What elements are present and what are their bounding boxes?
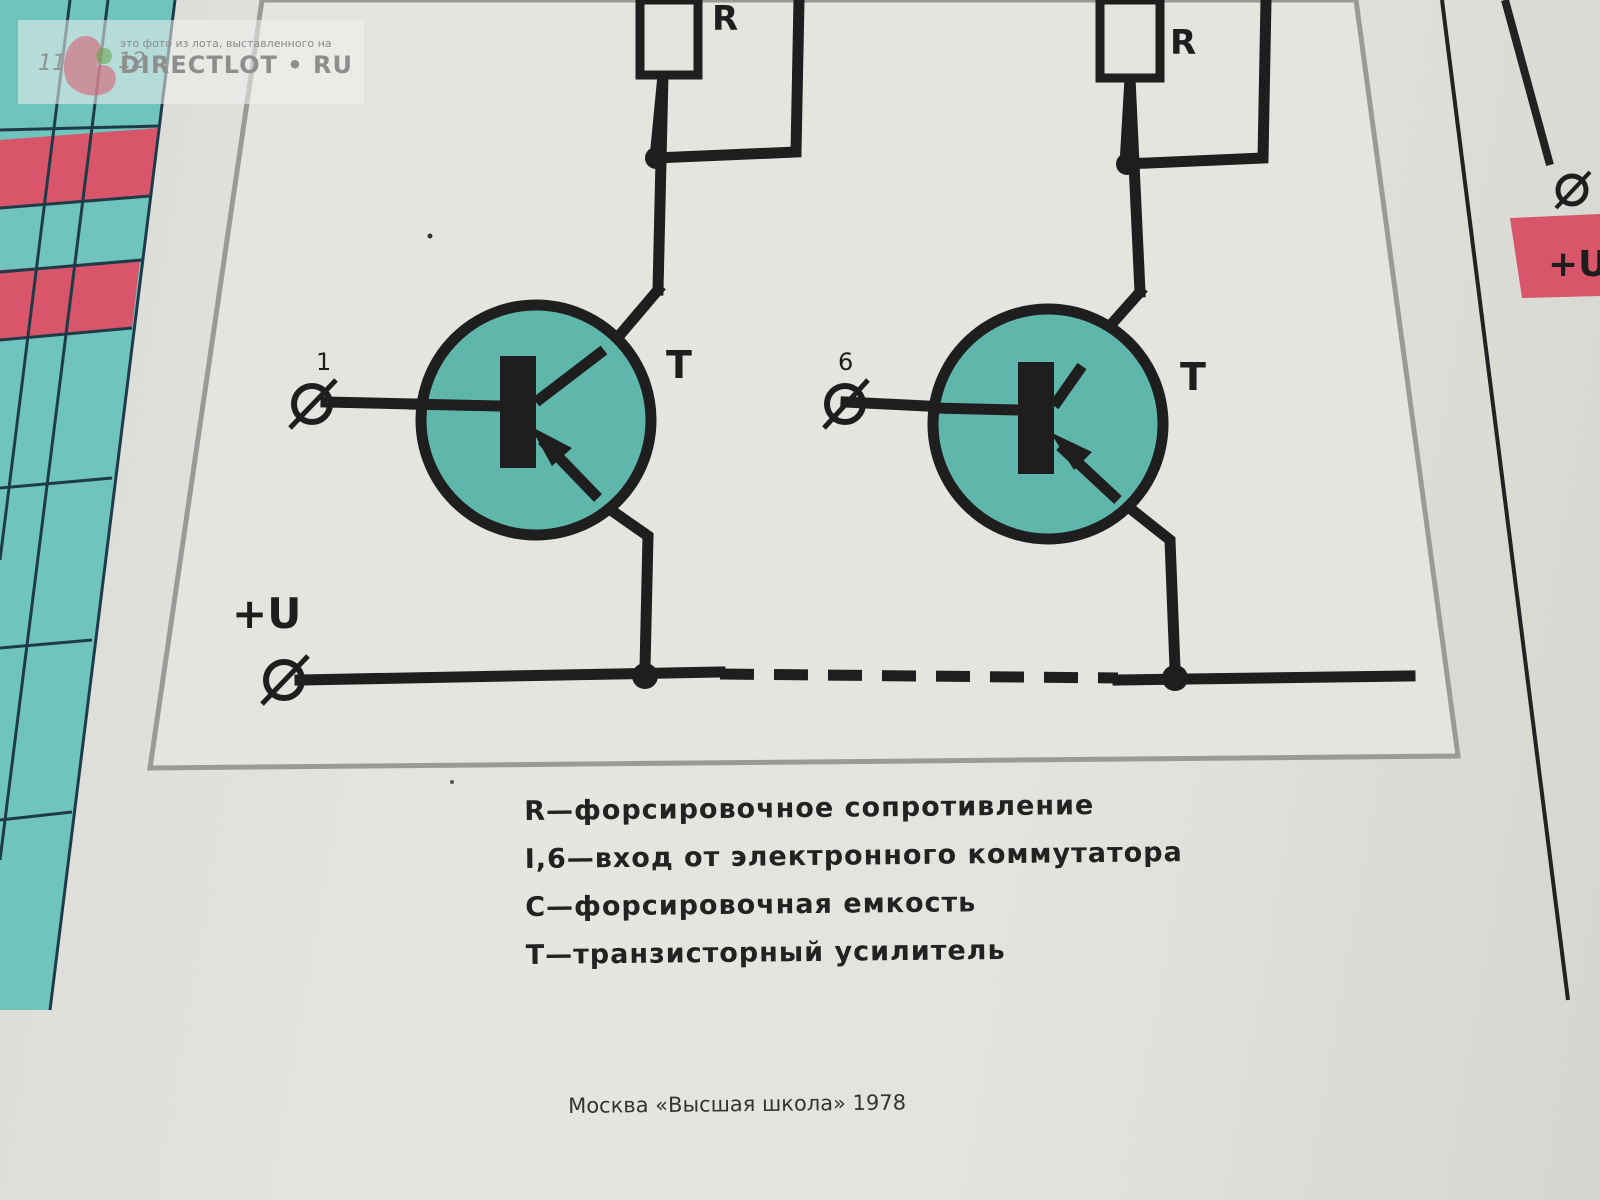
input-label-6: 6: [838, 348, 853, 376]
input-label-1: 1: [316, 348, 331, 376]
resistor-right-label: R: [1170, 23, 1196, 63]
resistor-left: [635, 0, 703, 80]
junction-dot: [645, 147, 667, 169]
right-panel-supply-label: +U: [1548, 244, 1600, 285]
supply-terminal: [260, 654, 310, 706]
transistor-left: [407, 299, 657, 541]
transistor-left-label: T: [666, 343, 692, 387]
legend: R—форсировочное сопротивление I,6—вход о…: [524, 780, 1246, 980]
legend-line-c: C—форсировочная емкость: [525, 887, 977, 923]
resistor-left-label: R: [712, 0, 738, 39]
input-terminal-6: [822, 378, 870, 430]
watermark-small-text: это фото из лота, выставленного на: [120, 37, 332, 50]
transistor-right-label: T: [1180, 355, 1206, 399]
right-panel: [1440, 0, 1600, 1001]
junction-dot: [632, 663, 658, 689]
legend-line-r: R—форсировочное сопротивление: [524, 790, 1095, 827]
legend-line-inputs: I,6—вход от электронного коммутатора: [524, 837, 1183, 875]
left-color-table: 11 12: [0, 0, 177, 1011]
squirrel-logo-icon: [64, 35, 116, 96]
publisher-footer: Москва «Высшая школа» 1978: [568, 1090, 907, 1118]
legend-line-t: T—транзисторный усилитель: [525, 934, 1006, 971]
watermark-box: [18, 20, 364, 104]
resistor-right: [1095, 0, 1165, 83]
transistor-right: [927, 303, 1169, 545]
right-panel-terminal: [1554, 170, 1592, 210]
junction-dot: [1162, 665, 1188, 691]
input-terminal-1: [288, 378, 338, 430]
supply-label: +U: [232, 589, 301, 638]
junction-dot: [1116, 153, 1138, 175]
watermark-brand: DIRECTLOT • RU: [120, 51, 353, 79]
